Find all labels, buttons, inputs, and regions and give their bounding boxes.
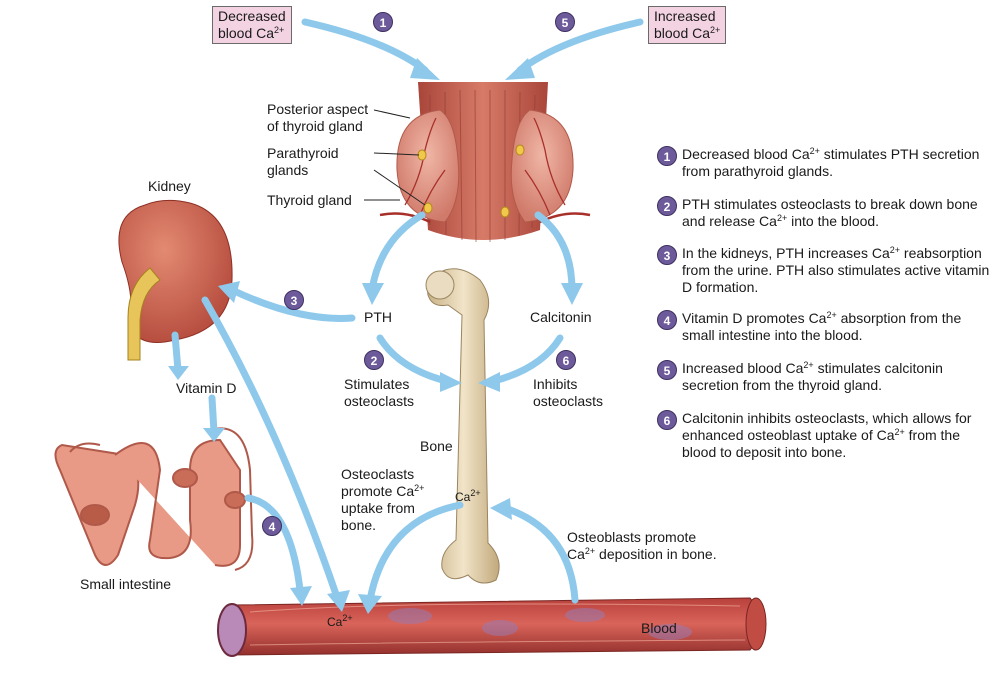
step-item: 1 Decreased blood Ca2+ stimulates PTH se… xyxy=(657,146,992,180)
step-number-badge: 6 xyxy=(657,410,677,430)
kidney xyxy=(118,199,233,343)
label-blood: Blood xyxy=(641,620,677,636)
step-number-badge: 3 xyxy=(657,245,677,265)
femur xyxy=(427,268,500,584)
step-item: 5 Increased blood Ca2+ stimulates calcit… xyxy=(657,360,992,394)
bone-illustration xyxy=(425,268,500,584)
label-parathyroid-glands: Parathyroid glands xyxy=(267,145,339,178)
step-number-badge: 2 xyxy=(657,196,677,216)
label-calcitonin: Calcitonin xyxy=(530,309,592,325)
thyroid-illustration xyxy=(364,82,591,243)
ureter xyxy=(127,267,161,361)
step-number-badge: 1 xyxy=(657,146,677,166)
increased-box-line2: blood Ca xyxy=(654,25,711,41)
decreased-blood-calcium-box: Decreased blood Ca2+ xyxy=(212,6,292,44)
step-item: 6 Calcitonin inhibits osteoclasts, which… xyxy=(657,410,992,461)
step-badge-4: 4 xyxy=(262,516,282,536)
label-kidney: Kidney xyxy=(148,178,191,194)
step-item: 4 Vitamin D promotes Ca2+ absorption fro… xyxy=(657,310,992,344)
label-thyroid-gland: Thyroid gland xyxy=(267,192,352,208)
step-badge-6: 6 xyxy=(556,350,576,370)
thyroid-right-lobe xyxy=(510,109,574,223)
label-vitamin-d: Vitamin D xyxy=(176,380,237,396)
step-badge-1: 1 xyxy=(373,12,393,32)
label-osteoclasts-promote: Osteoclasts promote Ca2+ uptake from bon… xyxy=(341,466,425,533)
decreased-box-line2: blood Ca xyxy=(218,25,275,41)
small-intestine-illustration xyxy=(54,427,254,571)
step-badge-2: 2 xyxy=(364,350,384,370)
arrows xyxy=(171,18,644,604)
step-number-badge: 5 xyxy=(657,360,677,380)
step-item: 2 PTH stimulates osteoclasts to break do… xyxy=(657,196,992,230)
thyroid-left-lobe xyxy=(396,109,460,223)
step-number-badge: 4 xyxy=(657,310,677,330)
label-stimulates-osteoclasts: Stimulates osteoclasts xyxy=(344,376,415,409)
blood-vessel-illustration xyxy=(217,597,767,657)
label-inhibits-osteoclasts: Inhibits osteoclasts xyxy=(533,376,604,409)
increased-blood-calcium-box: Increased blood Ca2+ xyxy=(648,6,727,44)
kidney-illustration xyxy=(118,199,233,361)
label-posterior-aspect: Posterior aspect of thyroid gland xyxy=(267,101,369,134)
label-blood-calcium: Ca2+ xyxy=(327,613,353,630)
superscript: 2+ xyxy=(710,25,721,35)
step-item: 3 In the kidneys, PTH increases Ca2+ rea… xyxy=(657,245,992,296)
label-pth: PTH xyxy=(364,309,392,325)
increased-box-line1: Increased xyxy=(654,8,716,24)
arrowheads xyxy=(168,58,583,614)
step-badge-3: 3 xyxy=(284,290,304,310)
label-bone: Bone xyxy=(420,438,453,454)
decreased-box-line1: Decreased xyxy=(218,8,286,24)
label-osteoblasts-promote: Osteoblasts promote Ca2+ deposition in b… xyxy=(567,529,717,562)
label-bone-calcium: Ca2+ xyxy=(455,488,481,505)
superscript: 2+ xyxy=(274,25,285,35)
vessel-opening xyxy=(217,603,247,657)
steps-list: 1 Decreased blood Ca2+ stimulates PTH se… xyxy=(657,146,992,477)
label-small-intestine: Small intestine xyxy=(80,576,172,592)
step-badge-5: 5 xyxy=(555,12,575,32)
